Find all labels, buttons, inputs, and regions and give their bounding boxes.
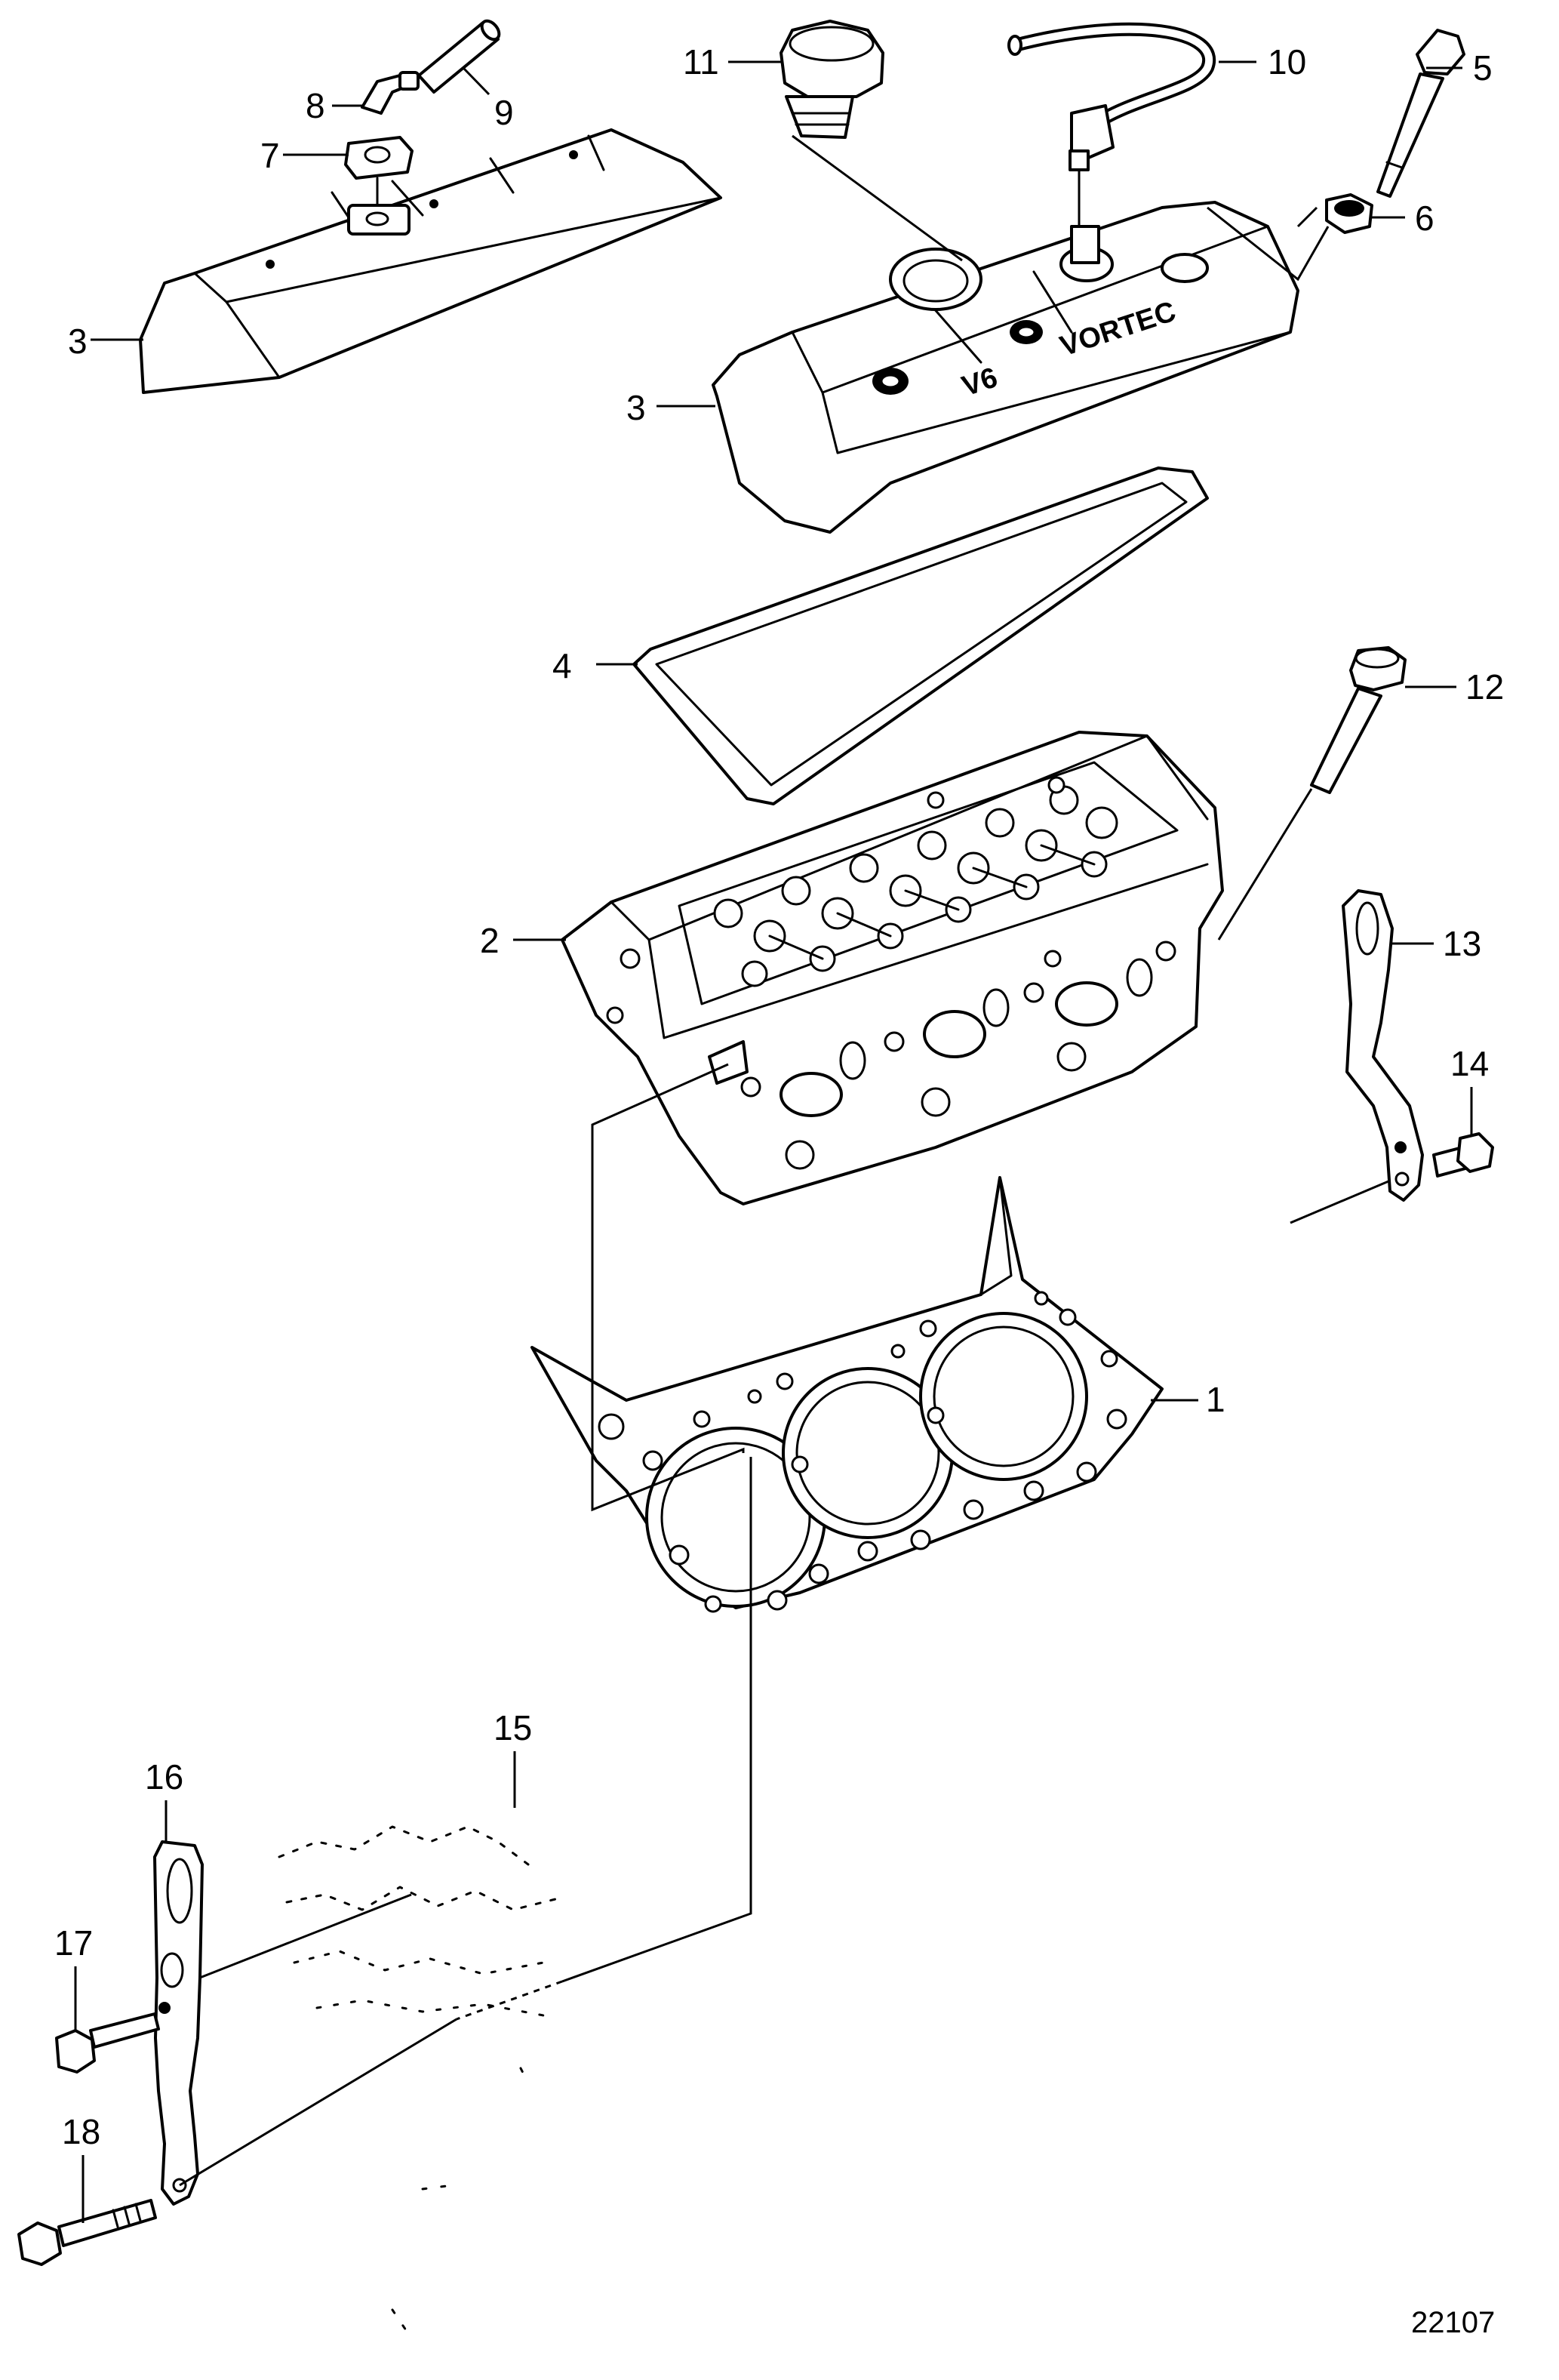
callout-2: 2	[480, 921, 500, 960]
part-2-cylinder-head	[561, 731, 1224, 1205]
callout-7: 7	[260, 136, 280, 175]
document-number: 22107	[1411, 2306, 1495, 2339]
exhaust-ports	[740, 941, 1176, 1170]
part-14-bracket-bolt	[1432, 1132, 1494, 1178]
valve-train-bosses	[713, 776, 1118, 987]
part-13-lifting-bracket	[1342, 889, 1424, 1202]
part-8-elbow-fitting	[361, 71, 420, 115]
callout-6: 6	[1415, 199, 1434, 238]
part-7-grommet	[344, 136, 414, 180]
part-17-bolt	[55, 2012, 160, 2074]
part-11-oil-filler-cap	[780, 20, 884, 139]
callout-15: 15	[494, 1708, 532, 1747]
part-3-valve-cover-right: V6 VORTEC	[712, 201, 1299, 534]
callout-9: 9	[494, 93, 514, 132]
part-6-grommet	[1325, 193, 1373, 234]
callout-5: 5	[1473, 48, 1493, 88]
part-16-lifting-bracket	[153, 1840, 204, 2206]
callout-16: 16	[145, 1757, 183, 1797]
part-12-head-bolt	[1310, 646, 1407, 794]
part-1-head-gasket	[530, 1176, 1164, 1613]
callout-3-right: 3	[626, 388, 646, 427]
assembly-lines	[179, 134, 1389, 2187]
callout-10: 10	[1268, 42, 1306, 82]
callout-14: 14	[1450, 1044, 1489, 1083]
callout-3-left: 3	[68, 322, 88, 361]
part-9-hose	[417, 19, 501, 94]
callout-18: 18	[62, 2112, 100, 2151]
part-15-phantom-outline	[278, 1825, 560, 2334]
callout-13: 13	[1443, 924, 1481, 963]
callout-numbers: 1 2 3 3 4 5 6 7 8 9 10 11 12 13 14 15 16…	[54, 42, 1504, 2151]
part-10-vent-hose	[1007, 22, 1216, 171]
callout-leaders	[74, 60, 1473, 2223]
callout-8: 8	[306, 86, 325, 125]
part-3-valve-cover-left	[139, 128, 722, 394]
part-18-long-bolt	[17, 2199, 157, 2266]
gasket-holes	[598, 1291, 1127, 1613]
callout-12: 12	[1465, 667, 1504, 707]
part-5-bolt	[1376, 29, 1465, 198]
callout-17: 17	[54, 1923, 93, 1963]
callout-1: 1	[1206, 1380, 1225, 1419]
callout-4: 4	[552, 646, 572, 685]
part-4-valve-cover-gasket	[632, 466, 1209, 805]
callout-11: 11	[683, 42, 719, 82]
